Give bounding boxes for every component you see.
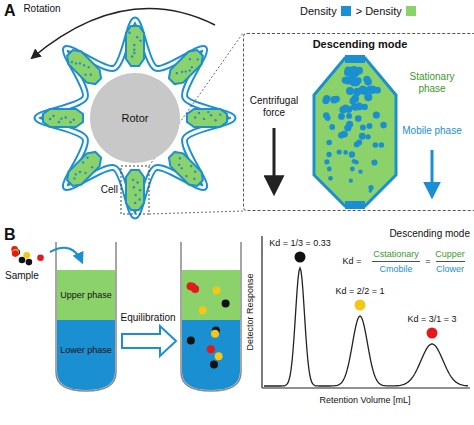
label: Clower xyxy=(436,264,464,274)
legend-swatch xyxy=(341,6,351,16)
solute-dot xyxy=(427,328,438,339)
label: Kd = 2/2 = 1 xyxy=(335,286,384,296)
force-arrow xyxy=(273,128,276,192)
label: B xyxy=(4,226,16,244)
rotor-hub: Rotor xyxy=(90,73,180,163)
test-tube xyxy=(181,242,241,391)
rotor-cells xyxy=(37,20,233,216)
node-text: Descending mode xyxy=(244,38,474,50)
label: Kd = xyxy=(343,256,362,266)
label: Lower phase xyxy=(60,345,112,355)
label: Kd = 1/3 = 0.33 xyxy=(269,238,331,248)
label: Upper phase xyxy=(60,290,112,300)
zoom-line xyxy=(149,211,243,214)
fraction-bar xyxy=(372,261,420,262)
label: Rotation xyxy=(23,3,60,15)
legend-item: Density xyxy=(300,5,356,17)
solute-dot xyxy=(295,252,306,263)
solute-dot xyxy=(355,300,366,311)
legend: Density > Density xyxy=(300,5,421,17)
label: Kd = 3/1 = 3 xyxy=(407,314,456,324)
legend-text: Density xyxy=(300,5,337,17)
label: Cupper xyxy=(435,249,465,259)
label: Stationary phase xyxy=(401,71,463,94)
sample-dots xyxy=(11,246,43,265)
chromatogram xyxy=(264,268,468,386)
label: Cell xyxy=(101,184,118,196)
label: Retention Volume [mL] xyxy=(319,395,410,405)
label: Sample xyxy=(5,270,39,282)
label: A xyxy=(4,2,16,20)
zoom-box: Descending mode xyxy=(243,33,474,211)
test-tube xyxy=(56,242,116,391)
legend-text: > Density xyxy=(356,5,402,17)
node-text: Rotor xyxy=(122,112,149,124)
fraction-bar xyxy=(436,261,465,262)
label: Cstationary xyxy=(373,249,419,259)
mobile-droplets xyxy=(322,66,387,193)
solute-dots xyxy=(187,282,230,368)
cell-highlight xyxy=(121,166,149,214)
cell-inlet xyxy=(345,55,365,63)
label: Mobile phase xyxy=(401,125,463,137)
label: Cmobile xyxy=(379,264,412,274)
sample-arrow xyxy=(50,248,82,262)
flow-arrow xyxy=(431,150,434,196)
y-axis xyxy=(261,236,262,388)
label: Centrifugal force xyxy=(243,95,305,118)
label: Detector Response xyxy=(245,273,255,350)
legend-item: > Density xyxy=(356,5,421,17)
cell-outlet xyxy=(345,201,365,209)
legend-swatch xyxy=(406,6,416,16)
x-axis xyxy=(262,387,470,388)
cell-zoom xyxy=(314,58,396,206)
label: Descending mode xyxy=(389,228,470,240)
label: Equilibration xyxy=(120,312,175,324)
equilibration-arrow xyxy=(122,326,176,356)
label: = xyxy=(425,256,430,266)
